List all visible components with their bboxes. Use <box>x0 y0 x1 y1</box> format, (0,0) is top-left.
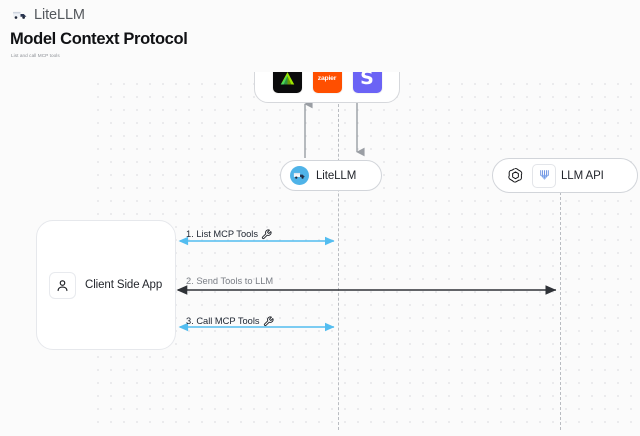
node-llm-api[interactable]: LLM API <box>492 158 638 193</box>
gemini-logo-icon <box>532 163 556 188</box>
node-litellm-label: LiteLLM <box>316 169 357 182</box>
message-2-text: 2. Send Tools to LLM <box>186 276 274 286</box>
message-label-2: 2. Send Tools to LLM <box>186 276 273 286</box>
tools-icon <box>263 316 274 327</box>
slack-wordmark: S <box>360 67 374 89</box>
canvas-left-mask <box>0 0 86 436</box>
lifeline-llm-api <box>560 192 561 430</box>
message-label-1: 1. List MCP Tools <box>186 228 272 240</box>
brand[interactable]: LiteLLM <box>12 7 85 23</box>
node-client-side-app[interactable]: Client Side App <box>36 220 176 350</box>
canvas-bottom-mask <box>0 430 640 436</box>
brand-name: LiteLLM <box>34 7 85 23</box>
lifeline-litellm <box>338 104 339 430</box>
truck-icon <box>12 8 29 23</box>
page-title: Model Context Protocol <box>10 30 188 48</box>
user-glyph <box>57 279 68 291</box>
node-llm-api-label: LLM API <box>561 169 604 182</box>
zapier-wordmark: zapier <box>317 75 337 82</box>
user-icon <box>49 271 76 299</box>
truck-glyph <box>293 172 305 179</box>
message-1-text: 1. List MCP Tools <box>186 228 258 239</box>
brand-truck-glyph <box>13 11 27 19</box>
node-client-side-app-label: Client Side App <box>85 279 163 291</box>
anthropic-glyph <box>280 72 294 85</box>
page-subtitle: List and call MCP tools <box>11 53 60 58</box>
message-label-3: 3. Call MCP Tools <box>186 315 274 327</box>
gemini-glyph <box>539 170 549 180</box>
message-3-text: 3. Call MCP Tools <box>186 315 260 326</box>
tools-icon <box>261 229 272 240</box>
page-header: LiteLLM Model Context Protocol List and … <box>0 0 640 72</box>
litellm-truck-badge-icon <box>290 166 309 185</box>
node-litellm[interactable]: LiteLLM <box>280 160 382 191</box>
openai-logo-icon <box>503 163 527 188</box>
openai-glyph <box>507 168 522 183</box>
